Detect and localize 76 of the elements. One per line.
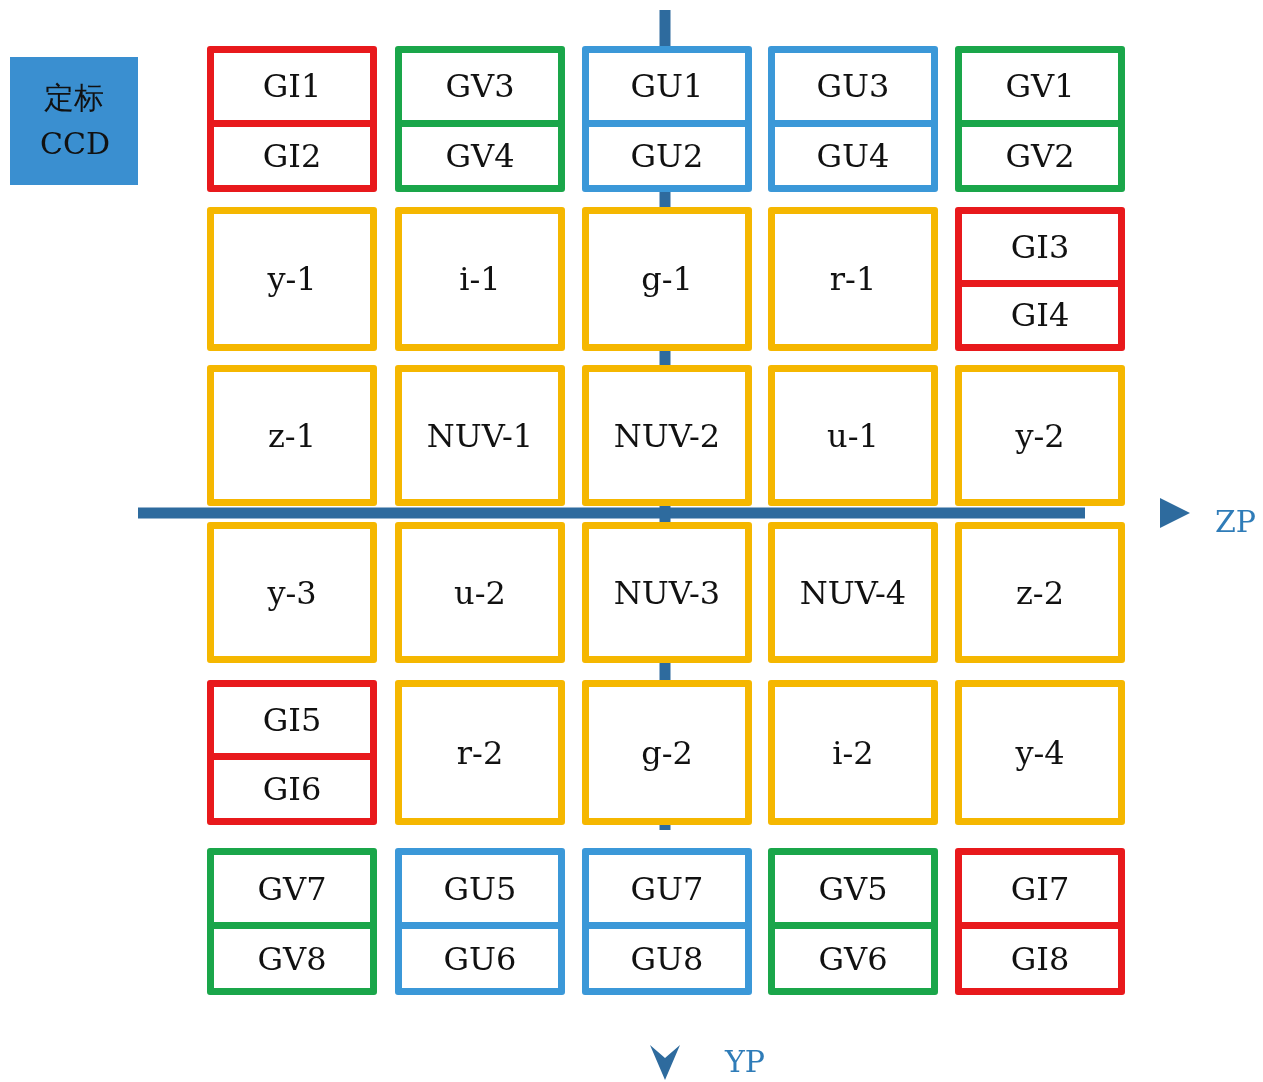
ccd-label: NUV-1 <box>426 416 534 455</box>
ccd-label: u-1 <box>827 416 879 455</box>
ccd-label: r-2 <box>456 733 504 772</box>
ccd-pair-box <box>768 46 938 192</box>
ccd-label: u-2 <box>454 573 506 612</box>
ccd-label: GI6 <box>262 770 322 809</box>
ccd-label: g-1 <box>641 260 693 298</box>
ccd-box <box>207 207 377 351</box>
ccd-label: y-4 <box>1015 733 1065 772</box>
ccd-label: i-1 <box>459 260 501 298</box>
ccd-label: GU5 <box>443 869 517 908</box>
ccd-box <box>768 207 938 351</box>
ccd-box <box>955 680 1125 825</box>
ccd-label: GI8 <box>1010 939 1070 978</box>
ccd-label: y-3 <box>267 573 317 612</box>
calibration-label: 定标CCD <box>40 79 108 163</box>
ccd-box <box>768 680 938 825</box>
ccd-label: g-2 <box>641 733 693 772</box>
ccd-box <box>582 207 752 351</box>
ccd-label: y-1 <box>267 260 317 298</box>
ccd-box <box>207 365 377 506</box>
ccd-label: GU3 <box>816 67 890 106</box>
ccd-box <box>582 680 752 825</box>
ccd-pair-box <box>207 848 377 995</box>
ccd-pair-box <box>395 46 565 192</box>
ccd-label: GV3 <box>445 67 515 106</box>
ccd-box <box>768 365 938 506</box>
ccd-label: GU7 <box>630 869 704 908</box>
ccd-box <box>768 522 938 663</box>
ccd-label: GU4 <box>816 136 890 175</box>
axis-label: ZP <box>1215 504 1257 539</box>
ccd-label: GV7 <box>257 869 327 908</box>
ccd-label: GU6 <box>443 939 517 978</box>
ccd-box <box>395 680 565 825</box>
ccd-label: GI3 <box>1010 227 1070 266</box>
axis-label: YP <box>725 1044 765 1079</box>
ccd-label: y-2 <box>1015 416 1065 455</box>
ccd-pair-box <box>395 848 565 995</box>
ccd-box <box>395 522 565 663</box>
ccd-pair-box <box>768 848 938 995</box>
ccd-box <box>582 365 752 506</box>
ccd-box <box>207 522 377 663</box>
ccd-label: GI5 <box>262 701 322 740</box>
ccd-label: r-1 <box>829 260 877 298</box>
ccd-label: GV8 <box>257 939 327 978</box>
ccd-pair-box <box>955 207 1125 351</box>
ccd-label: NUV-2 <box>613 416 721 455</box>
ccd-label: z-1 <box>268 416 316 455</box>
ccd-label: GV4 <box>445 136 515 175</box>
ccd-label: GV2 <box>1005 136 1075 175</box>
ccd-label: GI1 <box>262 67 322 106</box>
ccd-label: NUV-3 <box>613 573 721 612</box>
ccd-label: GU2 <box>630 136 704 175</box>
ccd-label: GV5 <box>818 869 888 908</box>
ccd-box <box>395 365 565 506</box>
ccd-label: GI7 <box>1010 869 1070 908</box>
ccd-label: i-2 <box>832 733 874 772</box>
ccd-box <box>395 207 565 351</box>
ccd-box <box>955 522 1125 663</box>
ccd-label: NUV-4 <box>799 573 907 612</box>
calibration-box <box>10 57 138 185</box>
ccd-pair-box <box>582 848 752 995</box>
ccd-label: GI4 <box>1010 296 1070 335</box>
ccd-pair-box <box>955 46 1125 192</box>
ccd-box <box>955 365 1125 506</box>
ccd-pair-box <box>955 848 1125 995</box>
ccd-label: GV1 <box>1005 67 1075 106</box>
ccd-label: GI2 <box>262 136 322 175</box>
ccd-label: z-2 <box>1016 573 1064 612</box>
ccd-box <box>582 522 752 663</box>
ccd-label: GU1 <box>630 67 704 106</box>
ccd-label: GV6 <box>818 939 888 978</box>
ccd-pair-box <box>207 680 377 825</box>
ccd-pair-box <box>582 46 752 192</box>
ccd-label: GU8 <box>630 939 704 978</box>
ccd-pair-box <box>207 46 377 192</box>
